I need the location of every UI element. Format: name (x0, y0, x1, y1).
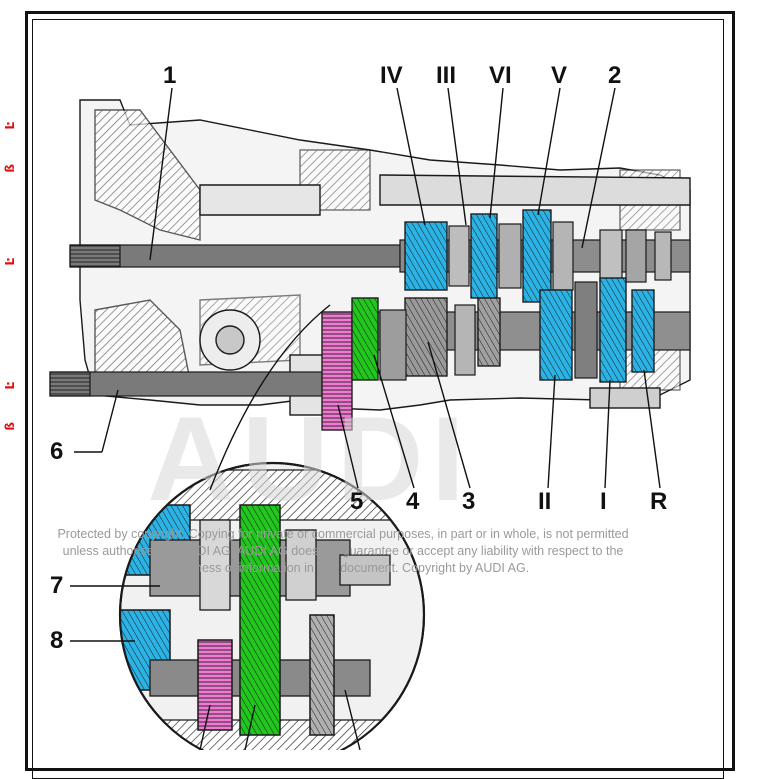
pinion-gears (321, 297, 407, 431)
label-gear-r: R (650, 488, 668, 515)
label-gear-iii: III (436, 62, 457, 89)
input-shaft (69, 239, 691, 273)
gearbox-cutaway-diagram: AUDI (49, 87, 691, 750)
label-gear-v: V (551, 62, 568, 89)
copyright-notice: Protected by copyright. Copying for priv… (57, 527, 629, 575)
label-3: 3 (462, 488, 476, 515)
leader-lines (70, 87, 661, 750)
label-4: 4 (406, 488, 420, 515)
label-5: 5 (350, 488, 364, 515)
label-gear-i: I (600, 488, 607, 515)
label-1: 1 (163, 62, 177, 89)
audi-text-watermark: AUDI (147, 392, 472, 526)
label-gear-iv: IV (380, 62, 403, 89)
drive-shaft (49, 371, 351, 397)
label-gear-vi: VI (489, 62, 512, 89)
label-2: 2 (608, 62, 622, 89)
detail-inset (118, 461, 426, 750)
label-gear-ii: II (538, 488, 552, 515)
label-6: 6 (50, 438, 64, 465)
upper-gear-row (404, 209, 672, 303)
label-7: 7 (50, 572, 64, 599)
label-8: 8 (50, 627, 64, 654)
